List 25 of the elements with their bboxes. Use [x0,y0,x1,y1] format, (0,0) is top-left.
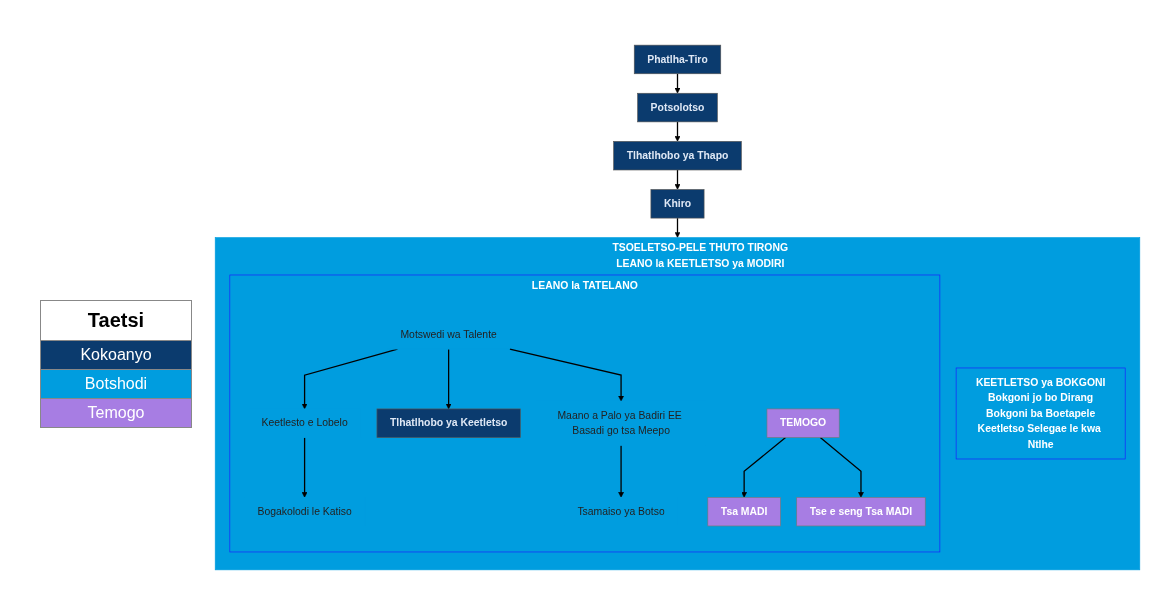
node-box: Phatlha-Tiro [633,44,722,75]
node-text: Tsamaiso ya Botso [577,505,665,517]
arrow [819,436,864,498]
arrow [445,348,452,410]
legend-entry: Kokoanyo [41,340,191,369]
node-box: Tse e seng Tsa MADI [796,497,926,527]
arrow [301,436,308,498]
node-text: Motswedi wa Talente [400,328,497,341]
legend-entry: Temogo [41,398,191,427]
node-box: KEETLETSO ya BOKGONI Bokgoni jo bo Dirang Bokgoni ba Boetapele Keetletso Selegae le kwa Ntlhe [955,367,1126,460]
arrow [674,169,681,190]
node-box: TEMOGO [766,408,840,438]
arrow [618,444,624,498]
node-box: Potsolotso [637,92,718,123]
legend-entry: Botshodi [41,369,191,398]
node-text: Keetlesto e Lobelo [261,417,348,429]
node-text: Bogakolodi le Katiso [257,505,352,517]
arrow [509,348,624,402]
node-box: Tlhatlhobo ya Keetletso [376,408,521,438]
node-box: Tlhatlhobo ya Thapo [613,141,742,171]
arrow [674,217,681,238]
node-box: Khiro [650,189,705,219]
node-text: Maano a Palo ya Badiri EE Basadi go tsa Meepo [557,409,682,437]
arrow [741,436,787,498]
node-box: Tsa MADI [707,497,781,527]
